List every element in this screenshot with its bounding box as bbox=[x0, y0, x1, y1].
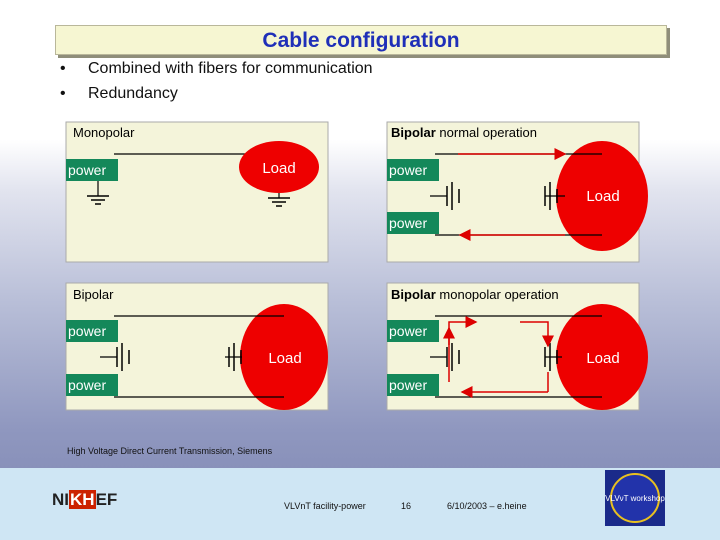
footer-bar bbox=[0, 468, 720, 540]
svg-text:Bipolar monopolar operation: Bipolar monopolar operation bbox=[391, 287, 559, 302]
load-ellipse bbox=[239, 141, 319, 193]
power-box bbox=[66, 320, 118, 342]
page-title: Cable configuration bbox=[262, 29, 460, 52]
power-label: power bbox=[389, 215, 427, 231]
badge-text: VLVνT workshop bbox=[605, 494, 665, 503]
bullet-text-1: Combined with fibers for communication bbox=[88, 60, 373, 77]
power-label: power bbox=[389, 162, 427, 178]
power-box bbox=[66, 374, 118, 396]
bullet-list: • Combined with fibers for communication… bbox=[60, 60, 373, 110]
load-ellipse bbox=[240, 304, 328, 410]
load-label: Load bbox=[268, 350, 301, 367]
footer-date: 6/10/2003 – e.heine bbox=[447, 501, 527, 511]
power-box bbox=[387, 212, 439, 234]
title-bar: Cable configuration bbox=[55, 25, 667, 55]
load-ellipse bbox=[556, 304, 648, 410]
power-label: power bbox=[68, 162, 106, 178]
panel-heading-rest: monopolar operation bbox=[436, 287, 559, 302]
bullet-item: • Combined with fibers for communication bbox=[60, 60, 373, 85]
nikhef-logo: NIKHEF bbox=[52, 490, 118, 509]
panel-bipolar-normal: Bipolar normal operation power power Loa… bbox=[386, 121, 648, 263]
power-box bbox=[66, 159, 118, 181]
panel-heading: Bipolar bbox=[391, 287, 436, 302]
page-number: 16 bbox=[401, 501, 412, 511]
load-ellipse bbox=[556, 141, 648, 251]
load-label: Load bbox=[262, 160, 295, 177]
power-box bbox=[387, 374, 439, 396]
power-label: power bbox=[68, 323, 106, 339]
bullet-text-2: Redundancy bbox=[88, 85, 178, 102]
panel-bipolar: Bipolar power power Load bbox=[65, 282, 329, 411]
load-label: Load bbox=[586, 188, 619, 205]
svg-text:Bipolar normal operation: Bipolar normal operation bbox=[391, 125, 537, 140]
power-box bbox=[387, 320, 439, 342]
panel-heading-rest: normal operation bbox=[436, 125, 537, 140]
bullet-item: • Redundancy bbox=[60, 85, 373, 110]
footer-center-text: VLVnT facility-power bbox=[284, 501, 366, 511]
workshop-badge-icon: VLVνT workshop bbox=[605, 470, 665, 526]
diagram-canvas: Monopolar power Load Bipolar normal oper… bbox=[65, 121, 648, 411]
power-label: power bbox=[68, 377, 106, 393]
power-label: power bbox=[389, 377, 427, 393]
current-arrow bbox=[448, 316, 478, 382]
panel-monopolar: Monopolar power Load bbox=[65, 121, 329, 263]
power-box bbox=[387, 159, 439, 181]
panel-heading: Bipolar bbox=[391, 125, 436, 140]
load-label: Load bbox=[586, 350, 619, 367]
source-caption: High Voltage Direct Current Transmission… bbox=[67, 446, 273, 456]
power-label: power bbox=[389, 323, 427, 339]
current-arrow bbox=[520, 321, 554, 348]
panel-heading: Bipolar bbox=[73, 287, 114, 302]
panel-heading: Monopolar bbox=[73, 125, 135, 140]
panel-bipolar-monopolar: Bipolar monopolar operation power power … bbox=[386, 282, 648, 411]
